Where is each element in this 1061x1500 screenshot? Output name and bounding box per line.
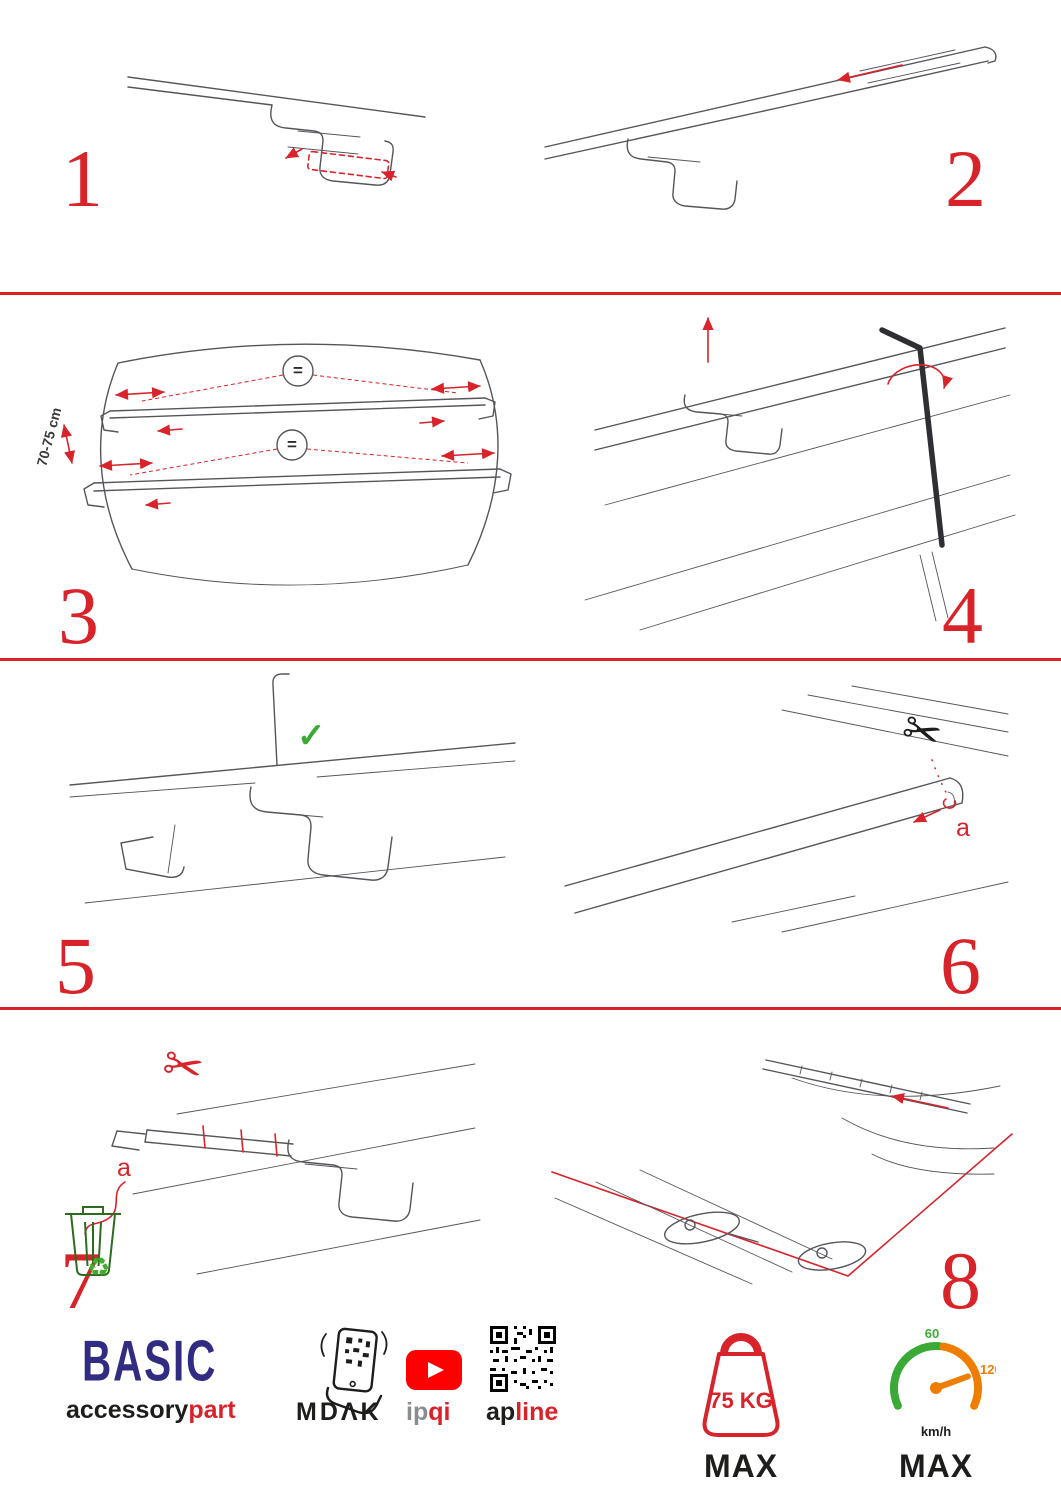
- bar-arrow: [891, 1093, 949, 1109]
- separator-1: [0, 292, 1061, 295]
- check-icon: ✓: [297, 717, 326, 755]
- step-number-2: 2: [945, 133, 986, 224]
- alignment-lines: [551, 1133, 1013, 1277]
- step-number-3: 3: [58, 570, 99, 661]
- rubber-pad-outline: [306, 150, 390, 180]
- cut-dots: [931, 759, 949, 797]
- weight-max-label: MAX: [703, 1448, 779, 1484]
- brand-ipqi: ipqi: [406, 1398, 451, 1426]
- brand-basic: BASIC: [82, 1330, 218, 1394]
- weight-limit-icon: 75 KG: [702, 1333, 780, 1437]
- step-6-illustration: ✂ a: [564, 685, 1009, 933]
- step-number-7: 7: [60, 1235, 101, 1326]
- slide-arrow: [837, 64, 903, 83]
- scissors-red-icon: ✂: [158, 1037, 208, 1097]
- allen-key-icon: [879, 327, 945, 548]
- phone-scan-icon: [320, 1327, 388, 1414]
- brand-accessorypart: accessorypart: [66, 1396, 236, 1424]
- step-4-illustration: [584, 317, 1016, 631]
- step-8-illustration: [551, 1059, 1013, 1285]
- step-7-illustration: ✂ a ♻: [65, 1037, 481, 1282]
- step-number-6: 6: [940, 920, 981, 1011]
- speed-max-label: MAX: [898, 1448, 974, 1484]
- clamp-2: [797, 1241, 867, 1271]
- rotate-arrow: [887, 364, 953, 389]
- youtube-icon: [406, 1350, 462, 1390]
- label-a-step7: a: [117, 1154, 131, 1182]
- step-5-illustration: ✓: [69, 673, 516, 904]
- step-number-4: 4: [942, 570, 983, 661]
- step-number-1: 1: [62, 133, 103, 224]
- qr-code: [490, 1326, 556, 1392]
- separator-3: [0, 1007, 1061, 1010]
- speed-unit-label: km/h: [921, 1424, 951, 1439]
- step-1-illustration: [127, 76, 426, 186]
- step-number-8: 8: [940, 1235, 981, 1326]
- equal-mark-1: =: [293, 361, 303, 380]
- scissors-icon: ✂: [896, 701, 949, 762]
- step-3-illustration: = = 70-75 cm: [33, 343, 512, 586]
- brand-mdak: MDΛK: [296, 1398, 382, 1426]
- step-2-illustration: [544, 46, 997, 210]
- speed-limit-icon: 60 120 km/h: [890, 1326, 996, 1439]
- equal-mark-2: =: [287, 435, 297, 454]
- pad-arrow-right: [381, 170, 397, 182]
- label-a-step6: a: [956, 814, 970, 842]
- trash-icon: [65, 1206, 121, 1276]
- weight-value: 75 KG: [709, 1388, 773, 1413]
- clamp-1: [664, 1211, 759, 1245]
- pad-arrow-left: [285, 147, 303, 159]
- measure-label: 70-75 cm: [33, 406, 64, 468]
- brand-apline: apline: [486, 1398, 559, 1426]
- recycle-icon: ♻: [87, 1252, 110, 1282]
- discard-squiggle: [84, 1181, 126, 1235]
- speed-120-label: 120: [980, 1362, 996, 1377]
- equal-circle-2: [276, 429, 308, 461]
- separator-2: [0, 658, 1061, 661]
- equal-circle-1: [282, 355, 314, 387]
- speed-60-label: 60: [925, 1326, 939, 1341]
- step-number-5: 5: [55, 920, 96, 1011]
